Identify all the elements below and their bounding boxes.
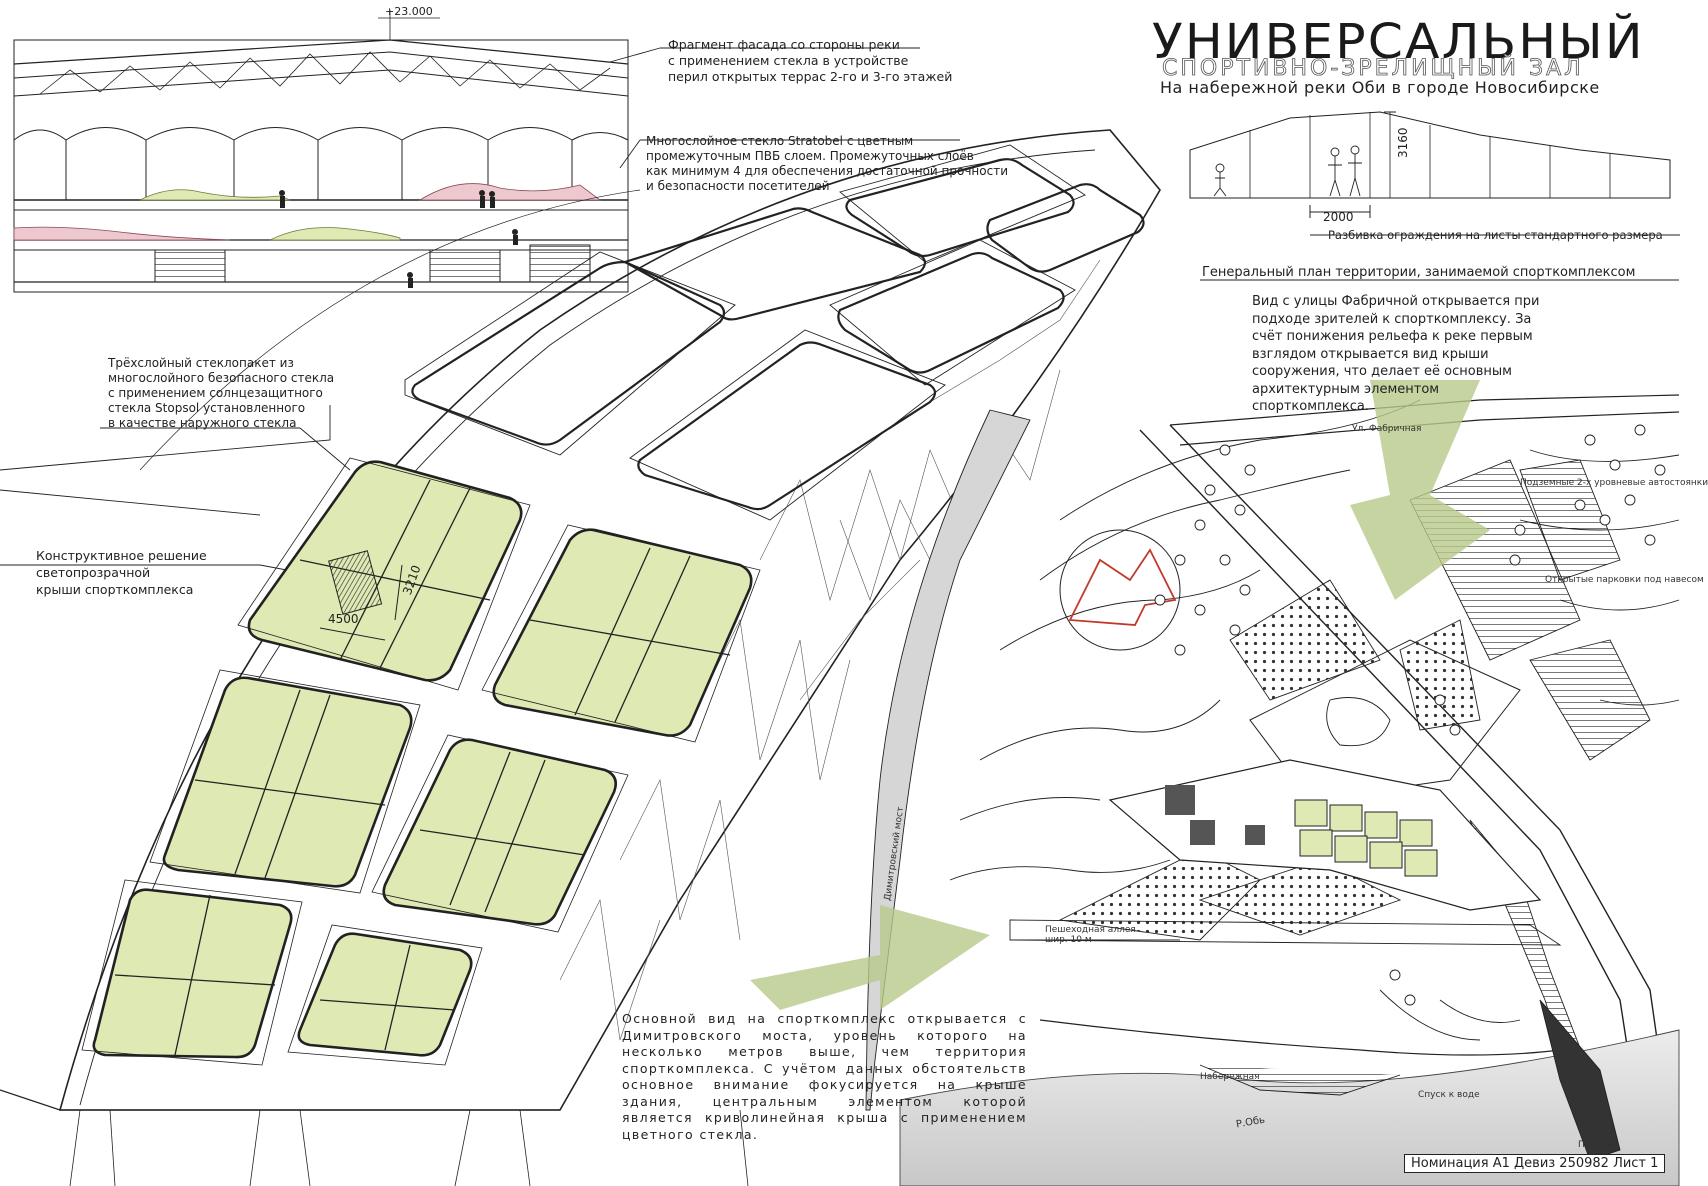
title-location: На набережной реки Оби в городе Новосиби…	[1160, 78, 1600, 97]
roof-solution-line: светопрозрачной	[36, 565, 151, 580]
elevation-mark: +23.000	[385, 5, 433, 18]
street-label: Ул. Фабричная	[1352, 424, 1422, 434]
stratobel-line: промежуточным ПВБ слоем. Промежуточных с…	[646, 149, 974, 163]
triple-glass-line: с применением солнцезащитного	[108, 386, 323, 400]
roof-solution-line: Конструктивное решение	[36, 548, 207, 563]
triple-glass-line: стекла Stopsol установленного	[108, 401, 306, 415]
facade-caption-line: с применением стекла в устройстве	[668, 53, 909, 68]
triple-glass-line: в качестве наружного стекла	[108, 416, 297, 430]
title-subtitle: СПОРТИВНО-ЗРЕЛИЩНЫЙ ЗАЛ	[1162, 56, 1584, 82]
pier-label: Причал	[1578, 1140, 1613, 1150]
alley-width-label: шир. 10 м	[1045, 935, 1092, 945]
fence-height-dim: 3160	[1396, 127, 1410, 158]
fabrichnaya-view-text: Вид с улицы Фабричной открывается при по…	[1252, 294, 1540, 414]
triple-glass-line: многослойного безопасного стекла	[108, 371, 335, 385]
embankment-label: Набережная	[1200, 1072, 1260, 1082]
site-plan	[899, 394, 1680, 1186]
fence-panel-dim: 2000	[1323, 210, 1354, 224]
sheet-stamp: Номинация А1 Девиз 250982 Лист 1	[1404, 1154, 1666, 1173]
stratobel-line: Многослойное стекло Stratobel с цветным	[646, 134, 914, 148]
descent-label: Спуск к воде	[1418, 1090, 1480, 1100]
stratobel-line: и безопасности посетителей	[646, 179, 830, 193]
fence-elevation	[1189, 111, 1680, 281]
building-axonometric	[0, 129, 1161, 1186]
title-main: УНИВЕРСАЛЬНЫЙ	[1152, 14, 1645, 70]
genplan-title: Генеральный план территории, занимаемой …	[1202, 265, 1636, 280]
view-arrows	[750, 380, 1490, 1010]
facade-caption-line: Фрагмент фасада со стороны реки	[668, 37, 900, 52]
parking-open-label: Открытые парковки под навесом	[1545, 575, 1704, 585]
roof-dim-width: 4500	[328, 612, 359, 626]
roof-solution-line: крыши спорткомплекса	[36, 582, 194, 597]
main-view-text: Основной вид на спорткомплекс открываетс…	[622, 1011, 1027, 1142]
stratobel-line: как минимум 4 для обеспечения достаточно…	[646, 164, 1009, 178]
facade-caption-line: перил открытых террас 2-го и 3-го этажей	[668, 69, 953, 84]
alley-label: Пешеходная аллея	[1045, 925, 1136, 935]
facade-fragment	[13, 10, 629, 293]
fence-caption: Разбивка ограждения на листы стандартног…	[1328, 228, 1663, 242]
triple-glass-line: Трёхслойный стеклопакет из	[108, 356, 294, 370]
parking-underground-label: Подземные 2-х уровневые автостоянки	[1520, 478, 1708, 488]
bridge-strip	[865, 409, 1031, 1111]
